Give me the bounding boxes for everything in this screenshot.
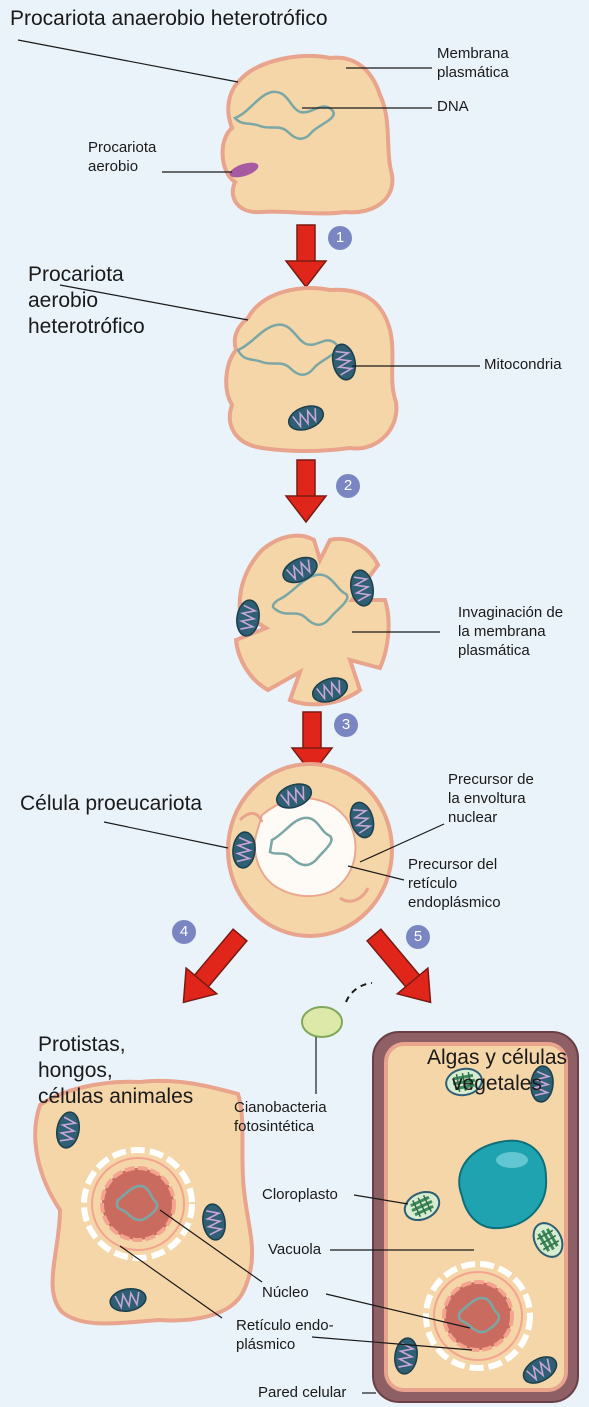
label-nucleus: Núcleo <box>262 1283 309 1302</box>
label-aerobic-prokaryote: Procariota aerobio <box>88 138 156 176</box>
label-chloroplast: Cloroplasto <box>262 1185 338 1204</box>
label-invagination: Invaginación de la membrana plasmática <box>458 603 563 660</box>
label-anaerobic-prokaryote: Procariota anaerobio heterotrófico <box>10 6 328 32</box>
label-cell-wall: Pared celular <box>258 1383 346 1402</box>
label-nuclear-envelope-precursor: Precursor de la envoltura nuclear <box>448 770 534 827</box>
step-badge-1: 1 <box>328 226 352 250</box>
cyanobacteria-shape <box>302 983 372 1094</box>
label-dna: DNA <box>437 97 469 116</box>
cell-aerobic <box>226 288 396 451</box>
label-aerobic-heterotroph: Procariota aerobio heterotrófico <box>28 262 145 340</box>
label-plasma-membrane: Membrana plasmática <box>437 44 509 82</box>
cell-membrane <box>223 56 393 213</box>
label-cyanobacteria: Cianobacteria fotosintética <box>234 1098 327 1136</box>
label-vacuole: Vacuola <box>268 1240 321 1259</box>
label-algae-plant-cells: Algas y células vegetales <box>408 1045 586 1097</box>
arrow-step-5 <box>359 922 446 1015</box>
label-proeukaryote: Célula proeucariota <box>20 791 202 817</box>
cell-invagination <box>235 536 389 707</box>
cell-proeukaryote <box>228 764 392 936</box>
label-endoplasmic-reticulum: Retículo endo- plásmico <box>236 1316 334 1354</box>
step-badge-4: 4 <box>172 920 196 944</box>
label-mitochondria: Mitocondria <box>484 355 562 374</box>
step-badge-3: 3 <box>334 713 358 737</box>
arrow-step-1 <box>286 225 326 287</box>
step-badge-5: 5 <box>406 925 430 949</box>
step-badge-2: 2 <box>336 474 360 498</box>
arrow-step-2 <box>286 460 326 522</box>
animal-cell <box>35 1081 252 1324</box>
label-protists-fungi-animals: Protistas, hongos, células animales <box>38 1032 193 1110</box>
cell-anaerobic <box>223 56 393 213</box>
label-er-precursor: Precursor del retículo endoplásmico <box>408 855 501 912</box>
